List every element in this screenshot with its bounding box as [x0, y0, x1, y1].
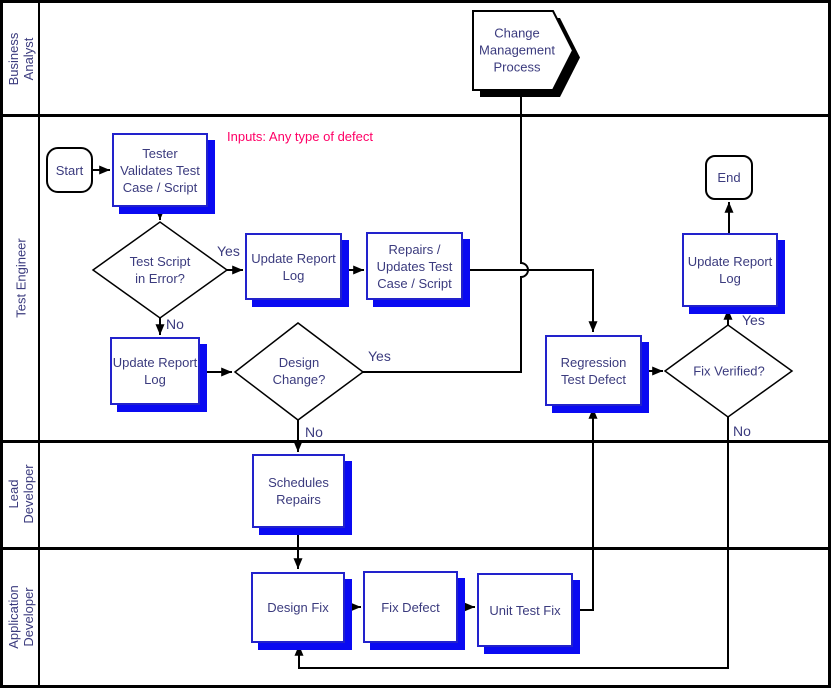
decision-fix-verified-shape [663, 324, 794, 418]
change-mgmt-label: Change Management Process [479, 25, 555, 75]
edge-label-yes-fix-verified: Yes [742, 312, 765, 328]
process-update-report-log-2: Update Report Log [110, 337, 200, 405]
lane-divider [0, 440, 831, 443]
decision-test-script-label: Test Script in Error? [129, 254, 191, 286]
lane-divider [0, 114, 831, 117]
process-unit-test-fix: Unit Test Fix [477, 573, 573, 647]
process-tester-validates: Tester Validates Test Case / Script [112, 133, 208, 207]
connector-repairs-to-regression [463, 269, 598, 333]
lane-divider [0, 547, 831, 550]
decision-design-change-shape [233, 322, 365, 421]
terminator-start: Start [46, 147, 93, 193]
decision-test-script-shape [91, 221, 229, 319]
process-schedules-repairs: Schedules Repairs [252, 454, 345, 528]
change-mgmt-shape [472, 10, 575, 91]
process-design-fix: Design Fix [251, 572, 345, 643]
process-fix-defect: Fix Defect [363, 571, 458, 643]
process-regression-test: Regression Test Defect [545, 335, 642, 406]
lane-label-separator [38, 0, 40, 688]
inputs-note: Inputs: Any type of defect [227, 129, 373, 144]
decision-fix-verified-label: Fix Verified? [693, 363, 765, 379]
decision-design-change-label: Design Change? [272, 355, 326, 387]
terminator-end: End [705, 155, 753, 200]
connector-design-change-yes-to-change-mgmt [363, 97, 529, 373]
edge-label-no-design-change: No [305, 424, 323, 440]
process-update-report-log-3: Update Report Log [682, 233, 778, 307]
edge-label-yes-test-script: Yes [217, 243, 240, 259]
process-repairs-updates: Repairs / Updates Test Case / Script [366, 232, 463, 300]
connector-unit-test-to-regression [573, 407, 598, 611]
edge-label-no-test-script: No [166, 316, 184, 332]
connector-fix-verified-no-to-design-fix [294, 417, 729, 669]
edge-label-yes-design-change: Yes [368, 348, 391, 364]
edge-label-no-fix-verified: No [733, 423, 751, 439]
process-update-report-log-1: Update Report Log [245, 233, 342, 300]
